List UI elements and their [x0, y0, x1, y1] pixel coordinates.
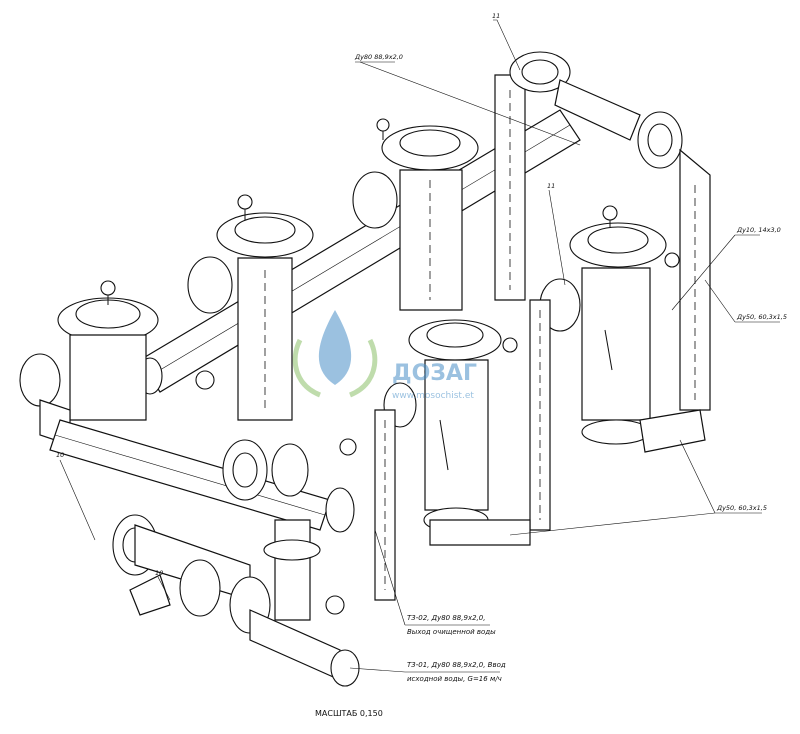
filter-housing-1: [19, 280, 159, 446]
label-item-10-bottom: 10: [155, 569, 163, 577]
label-t3-02-line1: Т3-02, Ду80 88,9х2,0,: [407, 614, 485, 622]
right-return-pipe: [429, 299, 706, 546]
top-riser-pipe: [494, 51, 711, 411]
pressure-gauges: [195, 252, 680, 615]
label-item-11-top: 11: [492, 12, 500, 20]
bottom-inlet-assembly: [112, 514, 360, 687]
watermark-brand: ДОЗАГ: [392, 361, 477, 386]
label-item-11-right: 11: [547, 182, 555, 190]
watermark-logo: ДОЗАГ www.mosochist.et: [292, 310, 477, 401]
filter-housing-2: [187, 194, 314, 421]
label-t3-01-line2: исходной воды, G=16 м/ч: [407, 675, 502, 683]
filter-housing-4: [383, 319, 502, 533]
scale-label: МАСШТАБ 0,150: [315, 709, 383, 718]
label-t3-01-line1: Т3-01, Ду80 88,9х2,0, Ввод: [407, 661, 506, 669]
lower-manifold: [49, 409, 396, 621]
filter-housing-5: [539, 205, 667, 445]
label-pipe-dn50-bottom: Ду50, 60,3х1,5: [716, 504, 767, 512]
label-pipe-dn10: Ду10, 14х3,0: [736, 226, 781, 234]
label-pipe-dn50-right: Ду50, 60,3х1,5: [736, 313, 787, 321]
watermark-url: www.mosochist.et: [392, 391, 474, 401]
label-item-10-left: 10: [56, 451, 64, 459]
label-pipe-dn80-top: Ду80 88,9х2,0: [354, 53, 403, 61]
callout-leaders: [59, 19, 780, 673]
label-t3-02-line2: Выход очищенной воды: [407, 628, 496, 636]
filter-housing-3: [352, 118, 479, 311]
